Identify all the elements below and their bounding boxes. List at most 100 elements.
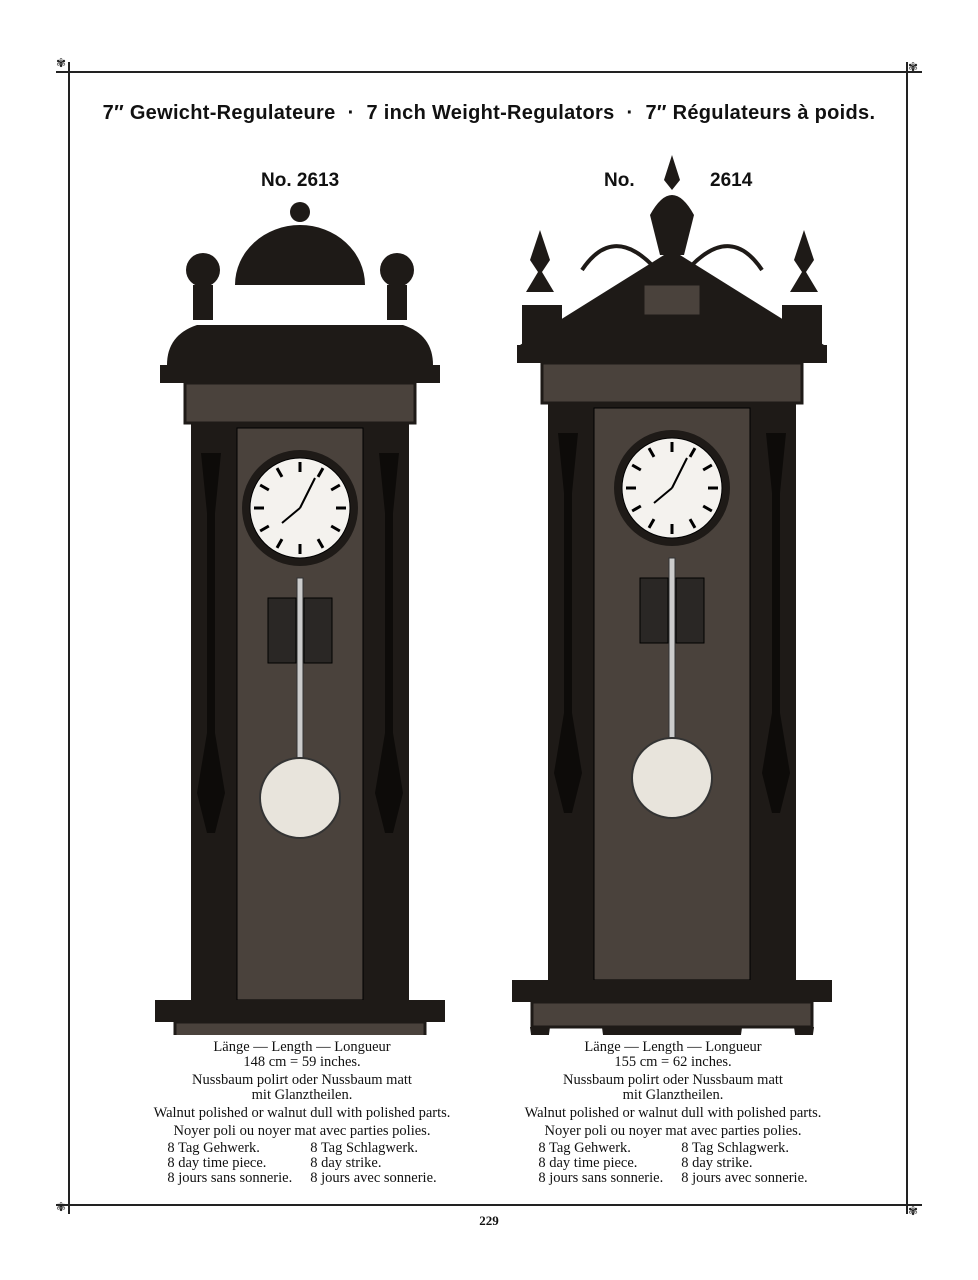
pendulum-bob <box>259 757 341 839</box>
model-number-2614: 2614 <box>710 170 753 191</box>
side-finial <box>526 230 554 292</box>
spec: 8 jours sans sonnerie. <box>538 1170 664 1186</box>
hour-mark <box>275 467 284 478</box>
weight <box>303 597 333 664</box>
minute-hand <box>299 477 316 509</box>
hour-mark <box>275 538 284 549</box>
frieze <box>540 361 804 405</box>
model-number: 2613 <box>296 170 340 191</box>
frame-right-rule <box>906 62 908 1214</box>
clock-illustration-2614 <box>512 155 832 1035</box>
title-separator: · <box>626 102 634 124</box>
base-molding <box>512 980 832 1002</box>
minute-hand <box>671 457 688 489</box>
finial-post <box>193 285 213 320</box>
corner-ornament-icon: ✾ <box>56 1200 67 1214</box>
finial-post <box>387 285 407 320</box>
cornice <box>160 365 440 383</box>
length-heading: Länge — Length — Longueur <box>213 1039 391 1055</box>
frame-top-rule <box>56 71 922 73</box>
hour-hand <box>653 487 673 504</box>
hour-mark <box>702 463 713 472</box>
side-finial <box>790 230 818 292</box>
weight <box>639 577 669 644</box>
corner-ornament-icon: ✾ <box>908 1204 919 1218</box>
weight <box>675 577 705 644</box>
hour-mark <box>647 518 656 529</box>
material-german-2: mit Glanztheilen. <box>622 1087 724 1103</box>
hour-mark <box>688 518 697 529</box>
length-value: 155 cm = 62 inches. <box>614 1054 732 1070</box>
hour-mark <box>702 504 713 513</box>
crest-block <box>782 305 822 345</box>
corner-ornament-icon: ✾ <box>908 60 919 74</box>
spec: 8 day time piece. <box>538 1155 638 1171</box>
spec: 8 Tag Gehwerk. <box>538 1140 631 1156</box>
corner-ornament-icon: ✾ <box>56 56 67 70</box>
material-english: Walnut polished or walnut dull with poli… <box>153 1105 451 1121</box>
hour-mark <box>688 447 697 458</box>
crest-base <box>167 325 433 365</box>
title-german: 7″ Gewicht-Regulateure <box>102 102 336 124</box>
base-frieze <box>173 1020 427 1035</box>
description-2614: Länge — Length — Longueur 155 cm = 62 in… <box>493 1040 853 1186</box>
model-prefix-2614: No. <box>604 170 635 191</box>
turned-column <box>197 453 225 833</box>
title-separator: · <box>347 102 355 124</box>
length-heading: Länge — Length — Longueur <box>584 1039 762 1055</box>
title-french: 7″ Régulateurs à poids. <box>645 102 876 124</box>
turned-column <box>762 433 790 813</box>
hour-mark <box>631 504 642 513</box>
page-number: 229 <box>479 1213 499 1228</box>
spec: 8 Tag Schlagwerk. <box>310 1140 419 1156</box>
spec: 8 day strike. <box>310 1155 382 1171</box>
turned-column <box>375 453 403 833</box>
lattice-panel <box>643 284 701 316</box>
scroll-ornament <box>580 244 764 272</box>
pendulum-bob <box>631 737 713 819</box>
pendulum-rod <box>668 557 676 759</box>
turned-column <box>554 433 582 813</box>
finial <box>650 155 694 255</box>
hour-mark <box>316 467 325 478</box>
hour-mark <box>631 463 642 472</box>
material-french: Noyer poli ou noyer mat avec parties pol… <box>544 1123 802 1139</box>
material-german: Nussbaum polirt oder Nussbaum matt <box>192 1072 412 1088</box>
material-german: Nussbaum polirt oder Nussbaum matt <box>563 1072 783 1088</box>
title-english: 7 inch Weight-Regulators <box>366 102 615 124</box>
spec: 8 jours avec sonnerie. <box>310 1170 437 1186</box>
model-prefix: No. <box>261 170 292 191</box>
frieze <box>183 381 417 425</box>
urn-finial <box>186 253 220 287</box>
clock-illustration-2613 <box>155 202 445 1035</box>
description-2613: Länge — Length — Longueur 148 cm = 59 in… <box>122 1040 482 1186</box>
base-frieze <box>530 1000 814 1029</box>
weight <box>267 597 297 664</box>
frame-bottom-rule <box>56 1204 922 1206</box>
arched-crest <box>235 225 365 285</box>
spec: 8 day strike. <box>681 1155 753 1171</box>
spec: 8 jours avec sonnerie. <box>681 1170 808 1186</box>
spec: 8 day time piece. <box>167 1155 267 1171</box>
crest-block <box>522 305 562 345</box>
spec: 8 Tag Gehwerk. <box>167 1140 260 1156</box>
hour-mark <box>647 447 656 458</box>
hour-mark <box>259 524 270 533</box>
spec: 8 jours sans sonnerie. <box>167 1170 293 1186</box>
pendulum-rod <box>296 577 304 779</box>
material-french: Noyer poli ou noyer mat avec parties pol… <box>173 1123 431 1139</box>
material-english: Walnut polished or walnut dull with poli… <box>524 1105 822 1121</box>
length-value: 148 cm = 59 inches. <box>243 1054 361 1070</box>
hour-mark <box>316 538 325 549</box>
bottom-bowl <box>602 1027 742 1035</box>
frame-left-rule <box>68 62 70 1214</box>
hour-hand <box>281 507 301 524</box>
movement-specs: 8 Tag Gehwerk.8 day time piece.8 jours s… <box>122 1141 482 1186</box>
urn-finial <box>380 253 414 287</box>
page-title: 7″ Gewicht-Regulateure · 7 inch Weight-Reg… <box>0 102 978 125</box>
drop-finial <box>794 1027 814 1035</box>
spec: 8 Tag Schlagwerk. <box>681 1140 790 1156</box>
hour-mark <box>330 483 341 492</box>
model-label-2613: No. 2613 <box>261 170 339 192</box>
drop-finial <box>530 1027 550 1035</box>
